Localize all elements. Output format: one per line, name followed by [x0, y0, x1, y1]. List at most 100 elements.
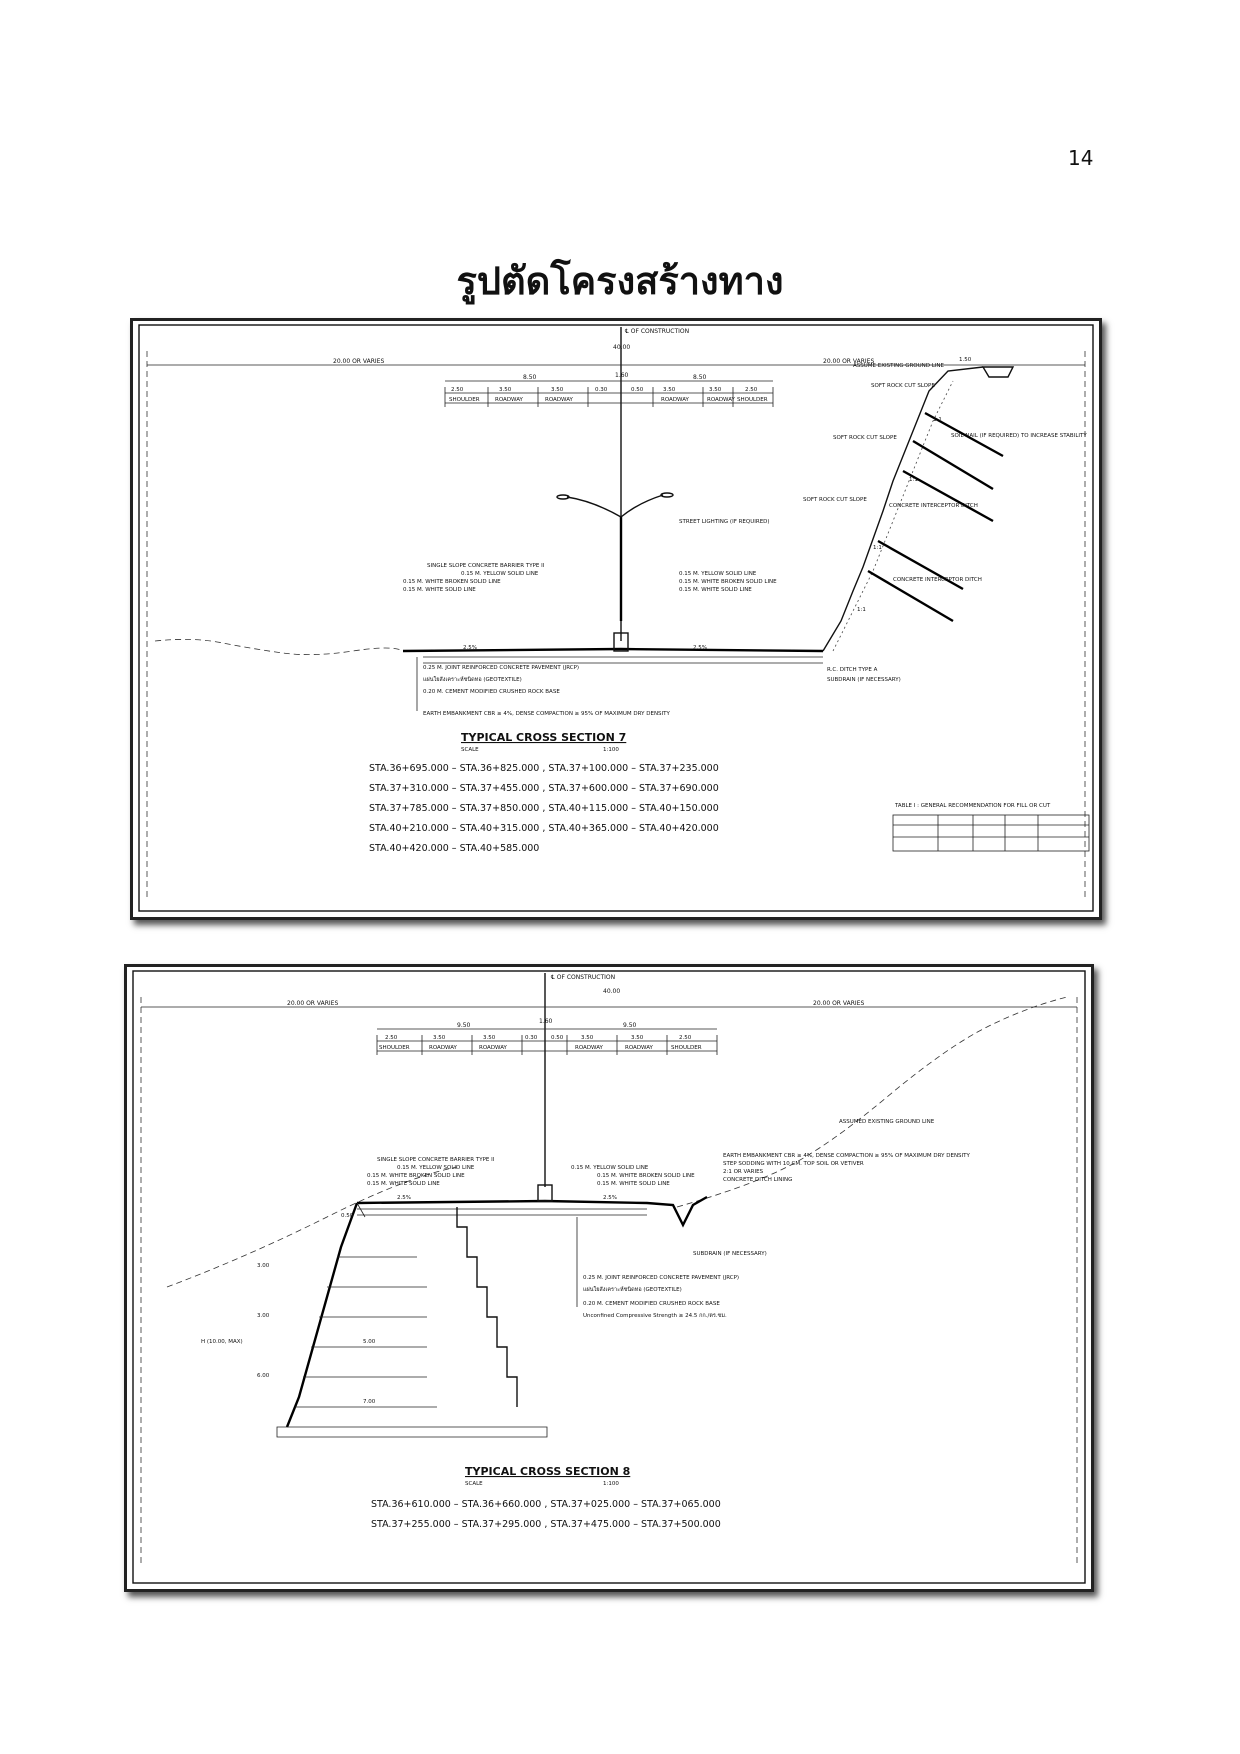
lane-layout: [444, 387, 774, 407]
note-yellow-left-8: 0.15 M. YELLOW SOLID LINE: [397, 1165, 475, 1171]
note-ditch-lining: CONCRETE DITCH LINING: [723, 1177, 792, 1183]
right-varies: 20.00 OR VARIES: [823, 358, 874, 365]
note-soft-rock-1: SOFT ROCK CUT SLOPE: [871, 383, 935, 389]
note-jrcp-8: 0.25 M. JOINT REINFORCED CONCRETE PAVEME…: [583, 1275, 739, 1281]
cross-slope-right-8: 2.5%: [603, 1195, 617, 1201]
note-soft-rock-3: SOFT ROCK CUT SLOPE: [803, 497, 867, 503]
median-width: 1.60: [615, 372, 629, 379]
caption-section-8: TYPICAL CROSS SECTION 8: [465, 1465, 630, 1478]
note-interceptor-2: CONCRETE INTERCEPTOR DITCH: [893, 577, 982, 583]
lane-name-8-4: ROADWAY: [575, 1045, 604, 1051]
wall-label-4: 5.00: [363, 1339, 376, 1345]
scale-value-8: 1:100: [603, 1481, 619, 1487]
lane-name-3: ROADWAY: [545, 397, 574, 403]
wall-label-3: 6.00: [257, 1373, 270, 1379]
lane-name-5: ROADWAY: [707, 397, 736, 403]
note-jrcp: 0.25 M. JOINT REINFORCED CONCRETE PAVEME…: [423, 665, 579, 671]
half-width-left: 8.50: [523, 374, 537, 381]
left-varies: 20.00 OR VARIES: [333, 358, 384, 365]
station-line-7-3: STA.37+785.000 – STA.37+850.000 , STA.40…: [369, 803, 719, 814]
pavement-section-8: [356, 1184, 708, 1228]
note-soil-nail: SOIL NAIL (IF REQUIRED) TO INCREASE STAB…: [951, 433, 1087, 439]
lane-name-8-1: SHOULDER: [379, 1045, 410, 1051]
lane-width-8-4: 0.30: [525, 1035, 538, 1041]
centerline-label-8: ℄ OF CONSTRUCTION: [551, 974, 615, 981]
slope-label-3: 1:1: [909, 477, 918, 483]
street-light: [556, 492, 674, 621]
reinforced-soil-wall: [276, 1202, 548, 1438]
lane-name-4: ROADWAY: [661, 397, 690, 403]
scale-value-7: 1:100: [603, 747, 619, 753]
lane-width-5: 0.50: [631, 387, 644, 393]
left-varies-8: 20.00 OR VARIES: [287, 1000, 338, 1007]
lane-width-3: 3.50: [551, 387, 564, 393]
note-subdrain: SUBDRAIN (IF NECESSARY): [827, 677, 901, 683]
slope-label-2: 1:1: [933, 417, 942, 423]
existing-ground-left-8: [166, 1166, 458, 1288]
note-white-solid-right: 0.15 M. WHITE SOLID LINE: [679, 587, 752, 593]
wall-label-6: 0.50: [341, 1213, 354, 1219]
note-soft-rock-2: SOFT ROCK CUT SLOPE: [833, 435, 897, 441]
note-interceptor-1: CONCRETE INTERCEPTOR DITCH: [889, 503, 978, 509]
lane-width-7: 3.50: [709, 387, 722, 393]
total-width-8: 40.00: [603, 988, 620, 995]
lane-width-4: 0.30: [595, 387, 608, 393]
note-barrier-8: SINGLE SLOPE CONCRETE BARRIER TYPE II: [377, 1157, 495, 1163]
note-white-solid-left-8: 0.15 M. WHITE SOLID LINE: [367, 1181, 440, 1187]
right-varies-8: 20.00 OR VARIES: [813, 1000, 864, 1007]
wall-label-2: 3.00: [257, 1313, 270, 1319]
lane-width-8-1: 2.50: [385, 1035, 398, 1041]
scale-label-8: SCALE: [465, 1481, 483, 1487]
lane-name-6: SHOULDER: [737, 397, 768, 403]
lane-width-8-2: 3.50: [433, 1035, 446, 1041]
note-slope-ratio: 2:1 OR VARIES: [723, 1169, 764, 1175]
lane-name-8-3: ROADWAY: [479, 1045, 508, 1051]
recommendation-table: [892, 814, 1090, 852]
slope-label-1: 1.50: [959, 357, 972, 363]
half-width-right: 8.50: [693, 374, 707, 381]
lane-name-8-5: ROADWAY: [625, 1045, 654, 1051]
note-yellow-line-left: 0.15 M. YELLOW SOLID LINE: [461, 571, 539, 577]
cross-section-7-svg: ℄ OF CONSTRUCTION 40.00 20.00 OR VARIES …: [138, 324, 1094, 912]
note-white-solid-left: 0.15 M. WHITE SOLID LINE: [403, 587, 476, 593]
note-existing-ground: ASSUME EXISTING GROUND LINE: [853, 363, 945, 369]
note-white-broken-right-8: 0.15 M. WHITE BROKEN SOLID LINE: [597, 1173, 695, 1179]
cross-section-7-drawing: ℄ OF CONSTRUCTION 40.00 20.00 OR VARIES …: [130, 318, 1102, 920]
station-line-7-2: STA.37+310.000 – STA.37+455.000 , STA.37…: [369, 783, 719, 794]
pavement-section-7: [402, 632, 824, 664]
wall-label-5: 7.00: [363, 1399, 376, 1405]
table-title: TABLE I : GENERAL RECOMMENDATION FOR FIL…: [894, 803, 1051, 809]
note-white-broken-left-8: 0.15 M. WHITE BROKEN SOLID LINE: [367, 1173, 465, 1179]
total-width: 40.00: [613, 344, 630, 351]
note-white-broken-left: 0.15 M. WHITE BROKEN SOLID LINE: [403, 579, 501, 585]
lane-width-8-8: 2.50: [679, 1035, 692, 1041]
wall-label-1: 3.00: [257, 1263, 270, 1269]
note-step-sodding: STEP SODDING WITH 10 CM. TOP SOIL OR VET…: [723, 1161, 864, 1167]
lane-width-8-3: 3.50: [483, 1035, 496, 1041]
lane-name-8-6: SHOULDER: [671, 1045, 702, 1051]
note-yellow-line-right: 0.15 M. YELLOW SOLID LINE: [679, 571, 757, 577]
note-yellow-right-8: 0.15 M. YELLOW SOLID LINE: [571, 1165, 649, 1171]
note-strength-8: Unconfined Compressive Strength ≥ 24.5 ก…: [583, 1312, 727, 1319]
lane-name-2: ROADWAY: [495, 397, 524, 403]
note-embankment: EARTH EMBANKMENT CBR ≥ 4%, DENSE COMPACT…: [423, 711, 671, 717]
cross-slope-left-8: 2.5%: [397, 1195, 411, 1201]
lane-width-8-6: 3.50: [581, 1035, 594, 1041]
cross-slope-left: 2.5%: [463, 645, 477, 651]
lane-width-8: 2.50: [745, 387, 758, 393]
note-crushed-rock-8: 0.20 M. CEMENT MODIFIED CRUSHED ROCK BAS…: [583, 1301, 720, 1307]
centerline-label: ℄ OF CONSTRUCTION: [625, 328, 689, 335]
lane-name-8-2: ROADWAY: [429, 1045, 458, 1051]
wall-label-height: H (10.00, MAX): [201, 1339, 243, 1345]
lane-name-1: SHOULDER: [449, 397, 480, 403]
station-line-7-1: STA.36+695.000 – STA.36+825.000 , STA.37…: [369, 763, 719, 774]
median-width-8: 1.60: [539, 1018, 553, 1025]
cross-slope-right: 2.5%: [693, 645, 707, 651]
note-subdrain-8: SUBDRAIN (IF NECESSARY): [693, 1251, 767, 1257]
existing-ground-right: [676, 996, 1068, 1208]
existing-ground-left: [154, 639, 404, 655]
station-line-8-1: STA.36+610.000 – STA.36+660.000 , STA.37…: [371, 1499, 721, 1510]
cut-slope-right: [822, 366, 1015, 652]
page-number: 14: [1068, 146, 1094, 170]
station-line-7-5: STA.40+420.000 – STA.40+585.000: [369, 843, 539, 854]
